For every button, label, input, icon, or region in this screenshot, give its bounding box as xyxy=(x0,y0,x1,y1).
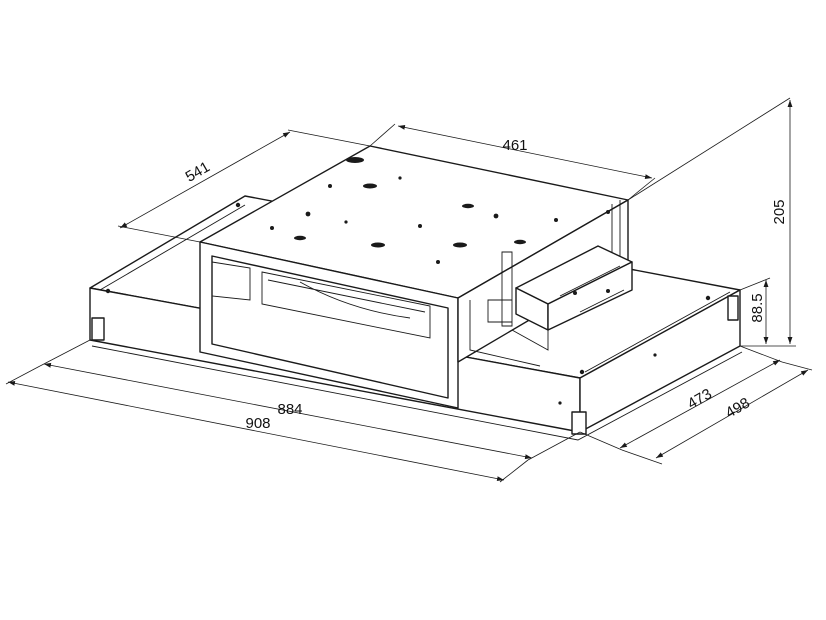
cable-conduit xyxy=(487,251,513,327)
dim-line-908 xyxy=(7,380,505,482)
control-box-screw xyxy=(573,291,577,295)
dim-label-541: 541 xyxy=(183,158,213,185)
ext-461-right xyxy=(627,177,656,201)
ext-88-top xyxy=(739,277,771,291)
ext-884-right xyxy=(527,431,581,461)
dim-label-473: 473 xyxy=(685,385,715,412)
ext-498-front xyxy=(621,449,663,465)
ext-461-left xyxy=(369,123,396,147)
ext-473-front xyxy=(579,431,623,451)
control-box-detail xyxy=(559,265,625,313)
fan-outlet xyxy=(261,271,431,339)
control-box-screw xyxy=(606,289,610,293)
ext-908-left xyxy=(5,365,41,385)
ext-884-left xyxy=(39,339,91,367)
control-bracket xyxy=(469,300,549,367)
dim-label-908: 908 xyxy=(245,415,270,432)
dim-label-498: 498 xyxy=(723,394,753,421)
dim-label-205: 205 xyxy=(771,199,788,224)
ext-541-top xyxy=(287,129,371,147)
dim-line-461 xyxy=(397,125,653,179)
dim-label-884: 884 xyxy=(277,401,302,418)
motor-left-bracket xyxy=(211,261,251,301)
dim-label-88-5: 88.5 xyxy=(749,293,766,322)
ext-498-back xyxy=(781,361,813,371)
dim-line-541 xyxy=(119,131,291,229)
canopy-hole xyxy=(705,295,711,301)
control-box xyxy=(469,245,633,367)
dim-label-461: 461 xyxy=(502,137,527,154)
canopy-hole xyxy=(558,401,562,405)
ext-473-back xyxy=(739,345,783,363)
canopy-hole xyxy=(105,288,111,294)
ext-205-top xyxy=(627,97,791,201)
mounting-holes xyxy=(270,157,610,264)
dimension-lines xyxy=(5,97,813,483)
canopy-hole xyxy=(579,369,585,375)
ext-908-right xyxy=(499,459,529,483)
control-box-side xyxy=(547,261,633,331)
rear-bracket xyxy=(727,295,739,321)
dim-line-498 xyxy=(655,369,809,459)
canopy-hole xyxy=(653,353,657,357)
canopy-hole xyxy=(235,202,241,208)
ext-541-bottom xyxy=(117,225,201,243)
right-bracket xyxy=(571,411,587,435)
left-bracket xyxy=(91,317,105,341)
